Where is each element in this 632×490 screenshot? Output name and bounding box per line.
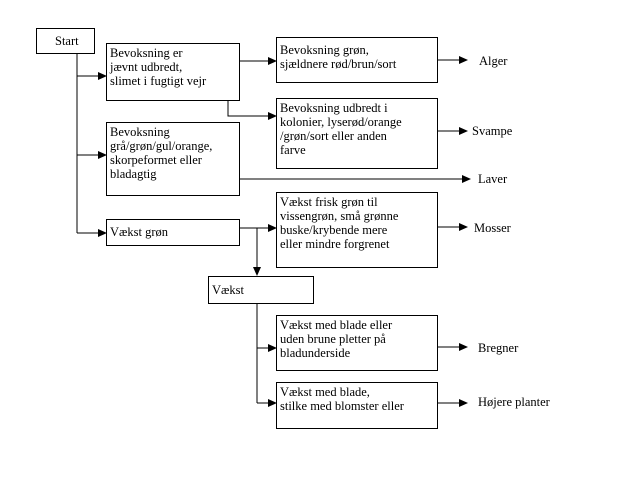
box-blade-uden-pletter: Vækst med blade eller uden brune pletter…: [276, 315, 438, 371]
box-vaekst-text: Vækst: [212, 283, 244, 297]
start-box: Start: [36, 28, 95, 54]
box-graa-skorpeformet-text: Bevoksning grå/grøn/gul/orange, skorpefo…: [110, 125, 213, 181]
box-bevoksning-gron-text: Bevoksning grøn, sjældnere rød/brun/sort: [280, 43, 397, 71]
result-alger: Alger: [479, 54, 508, 68]
box-blade-stilke: Vækst med blade, stilke med blomster ell…: [276, 382, 438, 429]
box-graa-skorpeformet: Bevoksning grå/grøn/gul/orange, skorpefo…: [106, 122, 240, 196]
box-frisk-gron: Vækst frisk grøn til vissengrøn, små grø…: [276, 192, 438, 268]
box-jaevnt-udbredt-text: Bevoksning er jævnt udbredt, slimet i fu…: [110, 46, 207, 88]
box-blade-uden-pletter-text: Vækst med blade eller uden brune pletter…: [280, 318, 393, 360]
start-label: Start: [55, 34, 79, 48]
box-kolonier: Bevoksning udbredt i kolonier, lyserød/o…: [276, 98, 438, 169]
box-frisk-gron-text: Vækst frisk grøn til vissengrøn, små grø…: [280, 195, 399, 251]
result-bregner: Bregner: [478, 341, 519, 355]
result-mosser: Mosser: [474, 221, 511, 235]
result-svampe: Svampe: [472, 124, 513, 138]
box-vaekst-gron-text: Vækst grøn: [110, 225, 168, 239]
box-vaekst: Vækst: [208, 276, 314, 304]
box-vaekst-gron: Vækst grøn: [106, 219, 240, 246]
connector-jaevnt-to-kolonier: [227, 101, 277, 120]
box-kolonier-text: Bevoksning udbredt i kolonier, lyserød/o…: [280, 101, 402, 157]
box-blade-stilke-text: Vækst med blade, stilke med blomster ell…: [280, 385, 404, 413]
result-hojere-planter: Højere planter: [478, 395, 550, 409]
box-bevoksning-gron: Bevoksning grøn, sjældnere rød/brun/sort: [276, 37, 438, 83]
result-laver: Laver: [478, 172, 508, 186]
box-jaevnt-udbredt: Bevoksning er jævnt udbredt, slimet i fu…: [106, 43, 240, 101]
